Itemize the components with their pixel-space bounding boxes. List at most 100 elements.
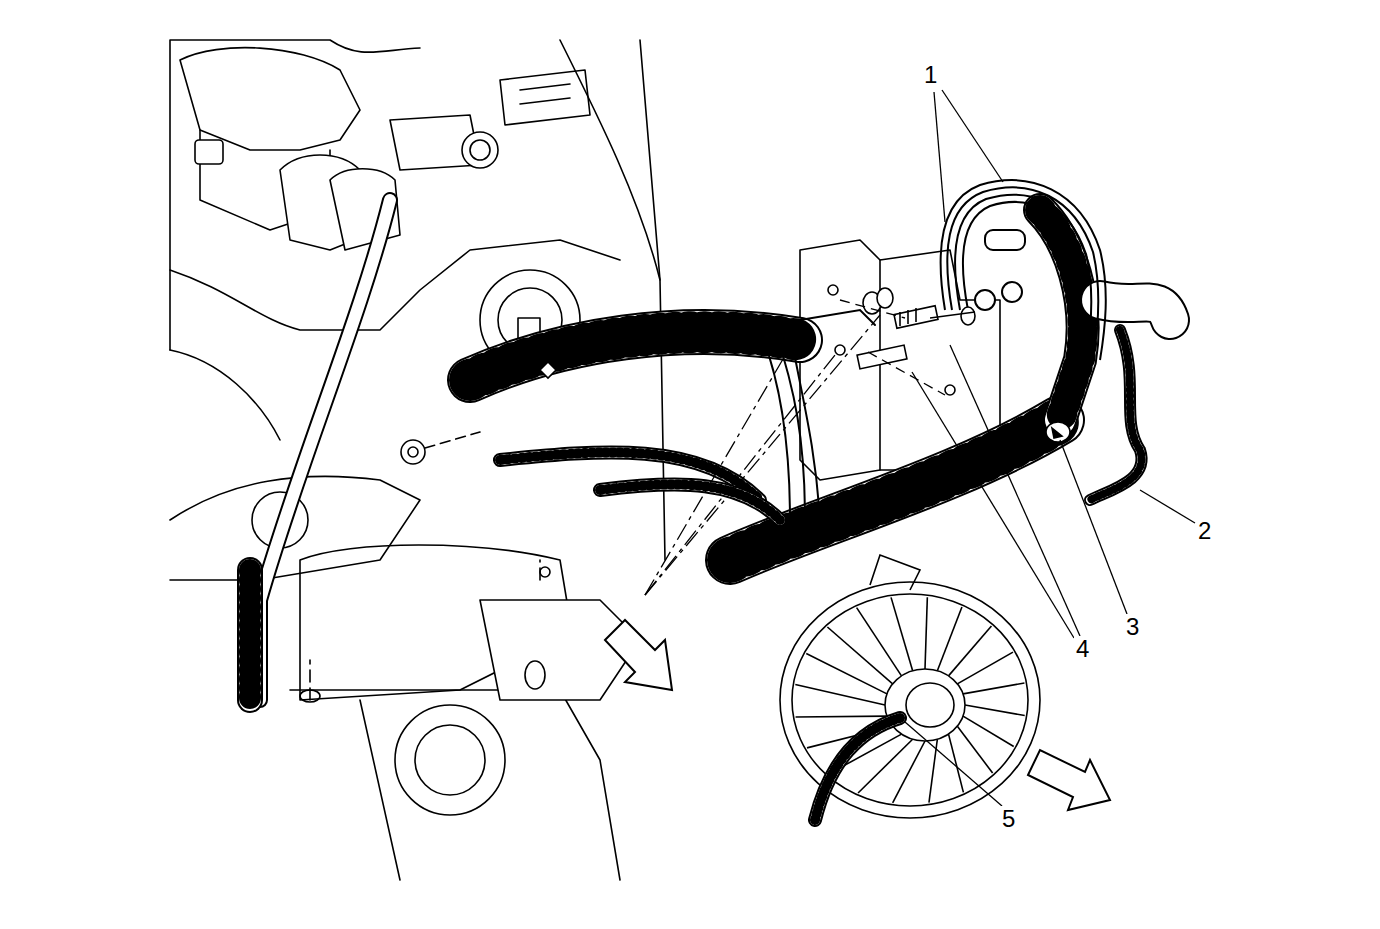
fastener bbox=[877, 288, 893, 308]
callout-number: 3 bbox=[1124, 614, 1141, 640]
fan-spoke bbox=[957, 726, 992, 773]
cooling-fan bbox=[906, 683, 954, 727]
wiring-harness bbox=[1090, 330, 1142, 500]
harness-loop bbox=[941, 180, 1106, 360]
callout-number: 1 bbox=[922, 62, 939, 88]
fan-spoke bbox=[795, 684, 885, 705]
leader-line bbox=[912, 372, 1074, 638]
wiring-harness bbox=[239, 570, 261, 700]
harness-loop bbox=[947, 187, 1098, 360]
callout-number: 5 bbox=[1000, 806, 1017, 832]
wiring-harness bbox=[470, 332, 800, 380]
fan-wire bbox=[815, 718, 900, 820]
engine-outline bbox=[310, 560, 540, 700]
engine-outline bbox=[520, 84, 570, 104]
view-arrow bbox=[1028, 750, 1110, 810]
wiring-harness bbox=[1090, 330, 1142, 500]
wiring-harness bbox=[470, 332, 800, 380]
wiring-harness bbox=[1040, 210, 1083, 420]
wiring-harness bbox=[600, 484, 780, 520]
leader-line bbox=[645, 315, 880, 595]
fastener bbox=[540, 288, 1070, 442]
wiring-harness bbox=[260, 200, 390, 700]
wiring-harness bbox=[730, 420, 1060, 560]
leader-line bbox=[1140, 490, 1195, 523]
wiring-harness bbox=[470, 332, 800, 380]
wiring-harness bbox=[600, 484, 780, 520]
engine-outline bbox=[195, 140, 223, 164]
fan-spoke bbox=[965, 705, 1025, 716]
engine-outline bbox=[500, 70, 590, 125]
wiring-harness bbox=[1100, 300, 1170, 320]
wiring-harness bbox=[1090, 330, 1142, 500]
fan-spoke bbox=[857, 608, 902, 676]
engine-outline bbox=[170, 350, 280, 440]
fan-wire bbox=[815, 718, 900, 820]
callout-number: 4 bbox=[1074, 636, 1091, 662]
engine-outline bbox=[525, 661, 545, 689]
engine-outline bbox=[415, 725, 485, 795]
fastener bbox=[857, 345, 907, 369]
leader-line bbox=[905, 722, 1002, 806]
fastener bbox=[894, 306, 938, 328]
engine-outline bbox=[828, 285, 838, 295]
wiring-harness bbox=[1100, 300, 1170, 320]
wiring-harness bbox=[730, 420, 1060, 560]
wiring-harness bbox=[237, 570, 263, 700]
fan-spoke bbox=[963, 683, 1024, 694]
wiring-harness bbox=[239, 570, 261, 700]
cooling-fan bbox=[870, 555, 920, 590]
engine-outline bbox=[401, 440, 425, 464]
fan-spoke bbox=[796, 715, 887, 717]
engine-outline bbox=[540, 567, 550, 577]
wiring-harness bbox=[730, 420, 1060, 560]
engine-outline bbox=[425, 432, 480, 448]
fastener bbox=[1052, 428, 1062, 438]
harness-loop bbox=[985, 230, 1025, 250]
leader-line bbox=[934, 92, 945, 222]
fan-wire bbox=[815, 718, 900, 820]
engine-outline bbox=[180, 48, 360, 150]
engine-outline bbox=[835, 345, 845, 355]
leader-line bbox=[1060, 440, 1127, 614]
wiring-harness bbox=[600, 484, 780, 520]
leader-line bbox=[950, 345, 1080, 636]
cooling-fan bbox=[780, 555, 1040, 818]
fan-spoke bbox=[858, 739, 913, 793]
wiring-harness bbox=[260, 200, 390, 700]
leader-line bbox=[840, 300, 945, 395]
fan-spoke bbox=[949, 734, 964, 792]
fan-spoke bbox=[893, 741, 925, 803]
fan-wire bbox=[815, 718, 900, 820]
wiring-harness bbox=[800, 310, 875, 325]
leader-line bbox=[645, 330, 800, 595]
wiring-harness bbox=[250, 200, 1170, 700]
leader-line bbox=[930, 312, 975, 318]
harness-loop bbox=[1002, 282, 1022, 302]
fan-spoke bbox=[937, 607, 962, 671]
callout-number: 2 bbox=[1196, 518, 1213, 544]
harness-loop bbox=[963, 202, 1079, 310]
view-arrow bbox=[605, 620, 1110, 810]
fan-spoke bbox=[827, 627, 892, 684]
engine-outline bbox=[408, 447, 418, 457]
cooling-fan bbox=[885, 669, 965, 741]
wiring-harness bbox=[1040, 210, 1083, 420]
cooling-fan bbox=[780, 582, 1040, 818]
engine-outline bbox=[170, 40, 420, 350]
harness-loop bbox=[955, 195, 1091, 360]
fan-spoke bbox=[806, 653, 887, 693]
harness-loop bbox=[975, 290, 995, 310]
leader-line bbox=[942, 90, 1003, 182]
engine-outline bbox=[395, 705, 505, 815]
engine-outline bbox=[462, 132, 498, 168]
fan-spoke bbox=[957, 652, 1013, 684]
harness-loop bbox=[941, 180, 1106, 360]
fan-spoke bbox=[891, 597, 913, 670]
fastener bbox=[961, 307, 975, 325]
leader-line bbox=[645, 355, 835, 595]
wiring-harness bbox=[1040, 210, 1083, 420]
engine-outline bbox=[470, 140, 490, 160]
